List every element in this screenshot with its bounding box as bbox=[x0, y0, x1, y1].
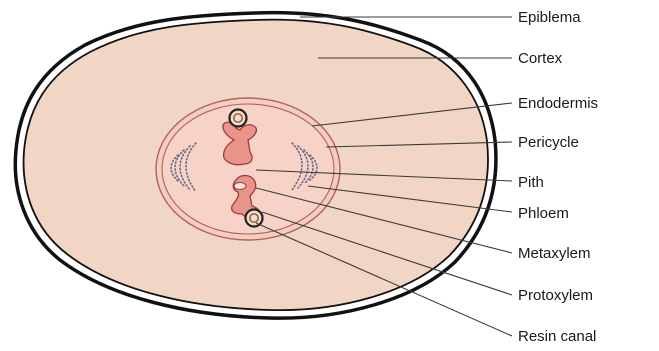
label-endodermis: Endodermis bbox=[518, 96, 598, 111]
label-phloem: Phloem bbox=[518, 206, 569, 221]
label-pith: Pith bbox=[518, 175, 544, 190]
label-metaxylem: Metaxylem bbox=[518, 246, 591, 261]
metaxylem-lumen bbox=[234, 183, 246, 190]
protoxylem-lower bbox=[246, 210, 263, 227]
label-pericycle: Pericycle bbox=[518, 135, 579, 150]
label-cortex: Cortex bbox=[518, 51, 562, 66]
label-epiblema: Epiblema bbox=[518, 10, 581, 25]
label-protoxylem: Protoxylem bbox=[518, 288, 593, 303]
label-resin-canal: Resin canal bbox=[518, 329, 596, 344]
protoxylem-upper bbox=[230, 110, 247, 127]
